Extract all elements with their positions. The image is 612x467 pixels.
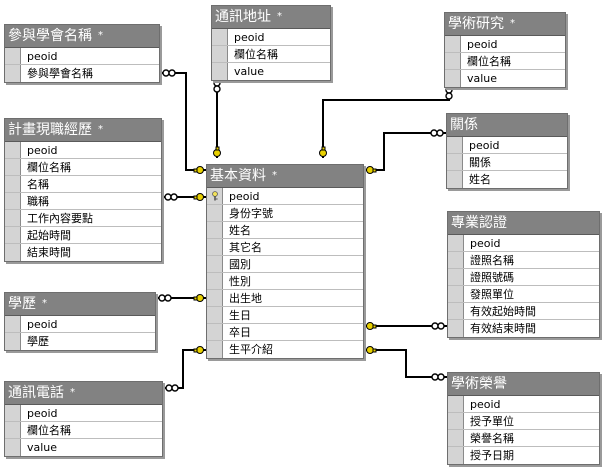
key-icon-address (213, 146, 221, 157)
table-jihua[interactable]: 計畫現職經歷* peoid 欄位名稱 名稱 職稱 工作內容要點 起始時間 結束時… (4, 118, 162, 262)
table-title[interactable]: 通訊電話* (5, 382, 162, 405)
table-zhuanye[interactable]: 專業認證 peoid 證照名稱 證照號碼 發照單位 有效起始時間 有效結束時間 (447, 211, 600, 338)
table-row[interactable]: 卒日 (207, 324, 363, 341)
table-xueli[interactable]: 學歷* peoid 學歷 (4, 292, 156, 351)
table-row[interactable]: 出生地 (207, 290, 363, 307)
table-jiben[interactable]: 基本資料* peoid 身份字號 姓名 其它名 國別 性別 出生地 生日 卒日 … (206, 164, 364, 359)
table-row[interactable]: 結束時間 (5, 244, 161, 261)
key-icon-research (319, 146, 327, 157)
table-row[interactable]: 姓名 (207, 222, 363, 239)
table-row[interactable]: 生平介紹 (207, 341, 363, 358)
key-icon-canyu (193, 166, 204, 174)
table-row[interactable]: 性別 (207, 273, 363, 290)
table-xueshu-yanjiu[interactable]: 學術研究* peoid 欄位名稱 value (444, 12, 566, 88)
rel-research (322, 86, 450, 158)
key-icon-career (193, 193, 204, 201)
table-row[interactable]: peoid (5, 142, 161, 159)
table-tongxun-phone[interactable]: 通訊電話* peoid 欄位名稱 value (4, 381, 163, 457)
table-guanxi[interactable]: 關係 peoid 關係 姓名 (446, 113, 568, 189)
table-row[interactable]: 姓名 (447, 171, 567, 188)
table-row[interactable]: value (445, 70, 565, 87)
table-row[interactable]: peoid (448, 235, 599, 252)
table-row[interactable]: 其它名 (207, 239, 363, 256)
table-row[interactable]: value (212, 63, 330, 80)
table-row[interactable]: 欄位名稱 (5, 159, 161, 176)
table-row[interactable]: 參與學會名稱 (5, 65, 159, 82)
table-title[interactable]: 關係 (447, 114, 567, 137)
rel-relation (364, 132, 446, 171)
table-row[interactable]: peoid (445, 36, 565, 53)
table-tongxun-addr[interactable]: 通訊地址* peoid 欄位名稱 value (211, 5, 331, 81)
key-icon-education (193, 294, 204, 302)
table-row[interactable]: 生日 (207, 307, 363, 324)
table-row[interactable]: 證照名稱 (448, 252, 599, 269)
table-row[interactable]: 欄位名稱 (445, 53, 565, 70)
table-canyu[interactable]: 參與學會名稱* peoid 參與學會名稱 (4, 24, 160, 83)
table-row[interactable]: 有效起始時間 (448, 303, 599, 320)
key-icon-relation (366, 166, 377, 174)
table-row[interactable]: 證照號碼 (448, 269, 599, 286)
rel-honor (364, 349, 447, 378)
table-row[interactable]: peoid (447, 137, 567, 154)
table-title[interactable]: 專業認證 (448, 212, 599, 235)
key-icon-phone (193, 346, 204, 354)
infinity-icon-canyu (162, 69, 176, 77)
table-row[interactable]: peoid (5, 405, 162, 422)
table-row[interactable]: 授予日期 (448, 447, 599, 464)
rel-phone (163, 349, 206, 389)
infinity-icon-education (158, 294, 172, 302)
table-xueshu-rongyu[interactable]: 學術榮譽 peoid 授予單位 榮譽名稱 授予日期 (447, 372, 600, 465)
table-row[interactable]: 國別 (207, 256, 363, 273)
infinity-icon-research (445, 86, 453, 100)
table-row[interactable]: 關係 (447, 154, 567, 171)
table-title[interactable]: 參與學會名稱* (5, 25, 159, 48)
table-title[interactable]: 學術榮譽 (448, 373, 599, 396)
table-row[interactable]: 有效結束時間 (448, 320, 599, 337)
table-row[interactable]: value (5, 439, 162, 456)
primary-key-icon (212, 191, 218, 201)
infinity-icon-honor (431, 373, 445, 381)
infinity-icon-cert (431, 322, 445, 330)
table-row[interactable]: peoid (212, 29, 330, 46)
table-row[interactable]: 職稱 (5, 193, 161, 210)
table-row[interactable]: 身份字號 (207, 205, 363, 222)
key-icon-honor (366, 346, 377, 354)
table-row[interactable]: 起始時間 (5, 227, 161, 244)
table-row[interactable]: 授予單位 (448, 413, 599, 430)
infinity-icon-address (213, 79, 221, 93)
table-row[interactable]: 發照單位 (448, 286, 599, 303)
table-row[interactable]: 欄位名稱 (5, 422, 162, 439)
infinity-icon-relation (430, 129, 444, 137)
table-title[interactable]: 學術研究* (445, 13, 565, 36)
table-row[interactable]: peoid (207, 188, 363, 205)
table-title[interactable]: 學歷* (5, 293, 155, 316)
infinity-icon-career (164, 193, 178, 201)
table-title[interactable]: 通訊地址* (212, 6, 330, 29)
table-row[interactable]: peoid (5, 316, 155, 333)
table-row[interactable]: peoid (5, 48, 159, 65)
key-icon-cert (366, 322, 377, 330)
rel-canyu (160, 72, 206, 171)
table-row[interactable]: peoid (448, 396, 599, 413)
table-row[interactable]: 榮譽名稱 (448, 430, 599, 447)
table-row[interactable]: 欄位名稱 (212, 46, 330, 63)
table-row[interactable]: 工作內容要點 (5, 210, 161, 227)
infinity-icon-phone (165, 384, 179, 392)
table-row[interactable]: 學歷 (5, 333, 155, 350)
table-title[interactable]: 計畫現職經歷* (5, 119, 161, 142)
table-title[interactable]: 基本資料* (207, 165, 363, 188)
table-row[interactable]: 名稱 (5, 176, 161, 193)
